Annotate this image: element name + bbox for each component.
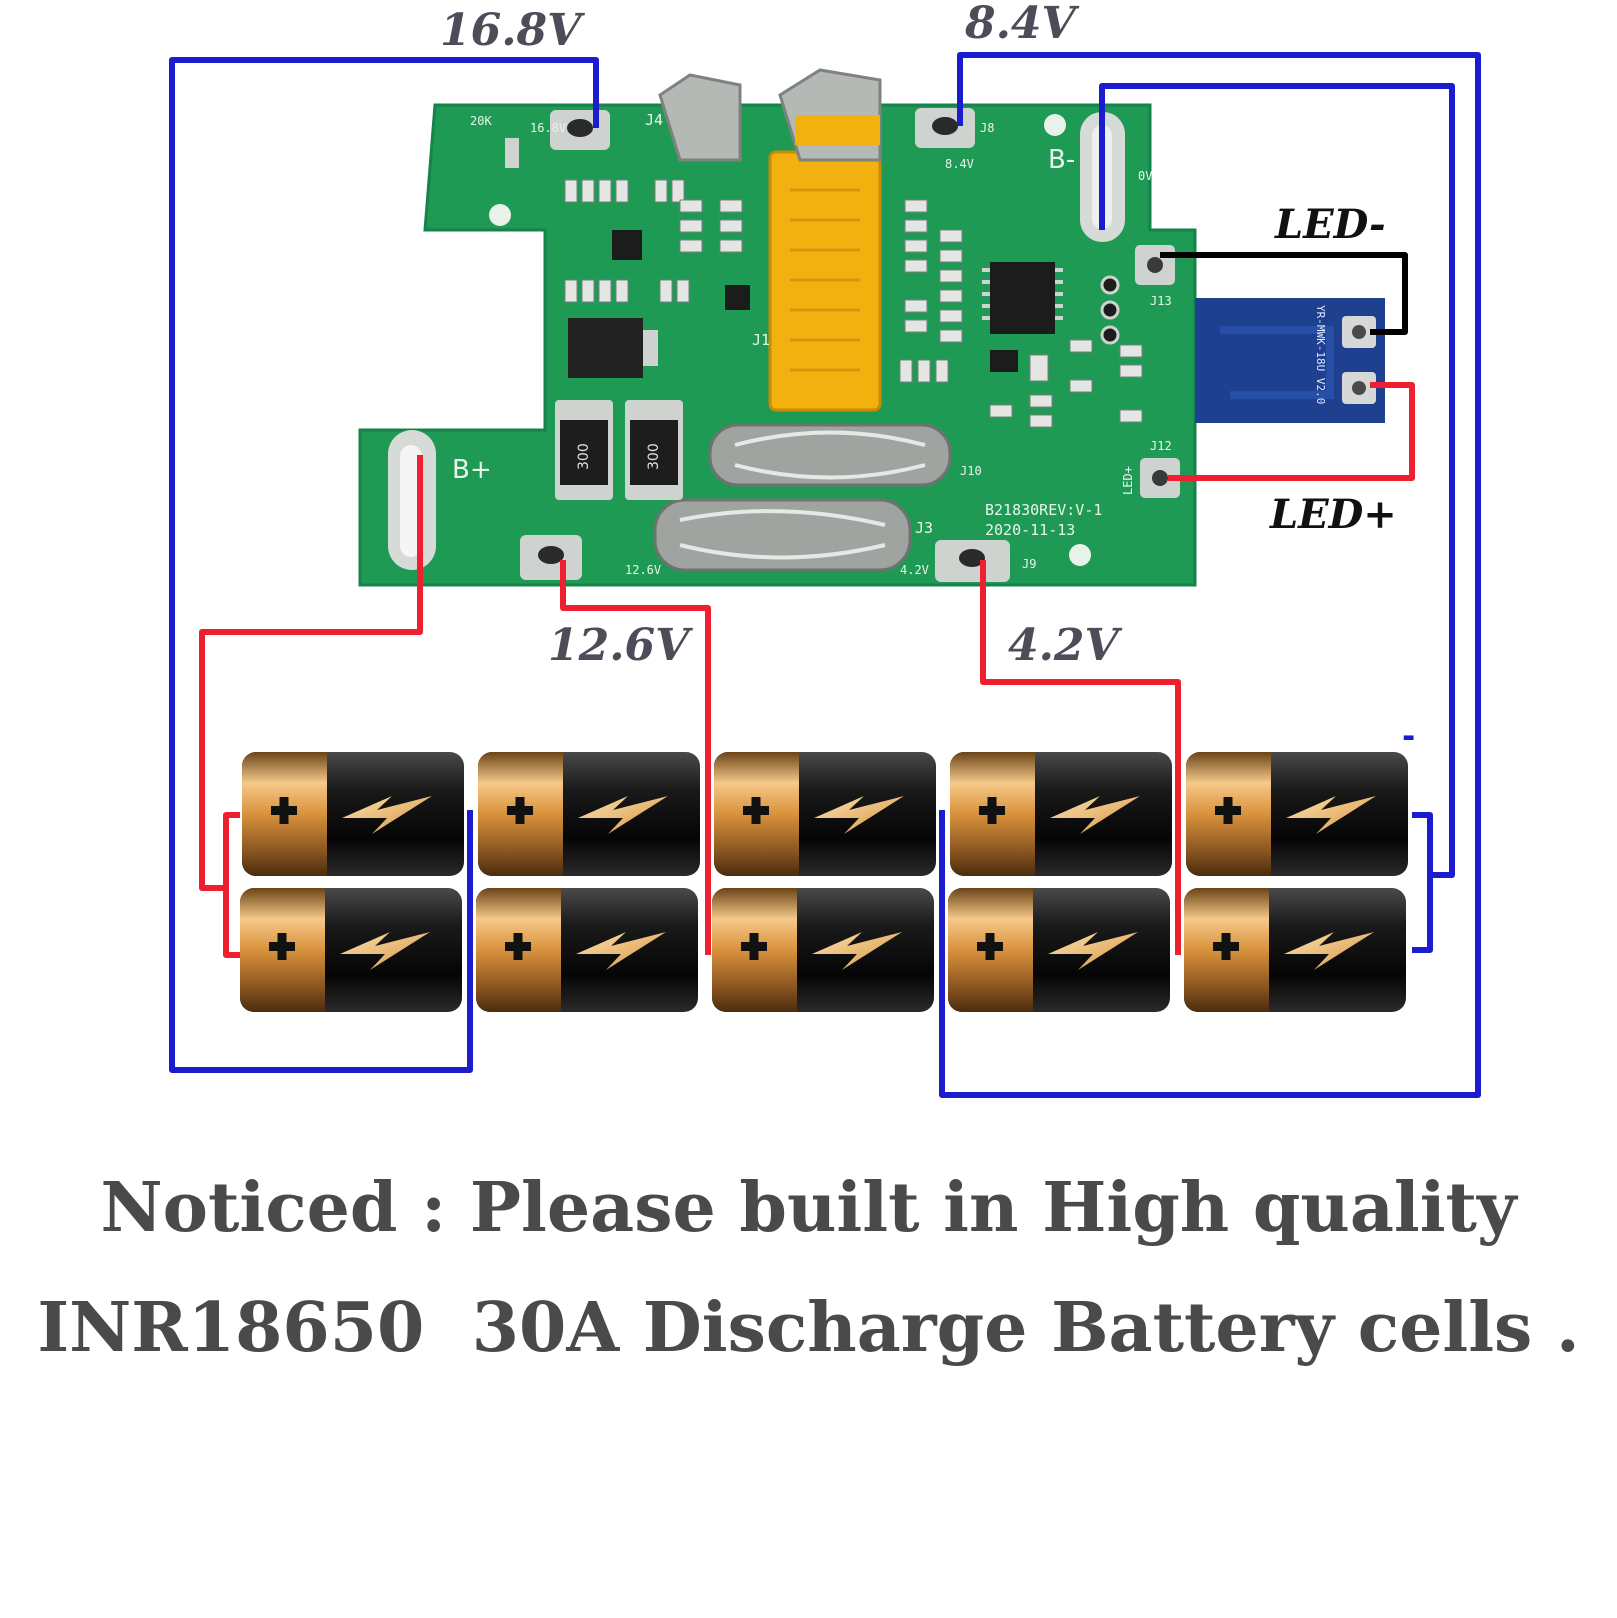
silk-bplus: B+ (452, 455, 492, 485)
silk-bminus: B- (1048, 145, 1075, 175)
silk-4v2: 4.2V (900, 563, 929, 577)
red-wire-ledplus (1168, 382, 1415, 481)
led-minus-wire (1160, 252, 1408, 335)
silk-j13: J13 (1150, 294, 1172, 308)
cell-1a (242, 752, 464, 876)
silk-j1: J1 (752, 331, 770, 349)
blue-wires (169, 52, 1481, 1098)
label-4v2: 4.2V (1008, 620, 1123, 671)
minus-mark: - (1402, 717, 1415, 755)
silk-8v4: 8.4V (945, 157, 974, 171)
red-wires (199, 382, 1415, 958)
blue-wire-84v (939, 52, 1481, 1098)
blue-wire-bminus (1099, 83, 1455, 878)
silk-date: 2020-11-13 (985, 521, 1075, 539)
label-led-minus: LED- (1274, 201, 1386, 248)
silk-16v8: 16.8V (530, 121, 566, 135)
label-12v6: 12.6V (548, 620, 693, 671)
silk-j8: J8 (980, 121, 994, 135)
cell-3b (712, 888, 934, 1012)
silk-rev: B21830REV:V-1 (985, 501, 1102, 519)
blue-wire-neg-bridge (1412, 812, 1433, 953)
label-8v4: 8.4V (964, 0, 1080, 49)
label-led-plus: LED+ (1269, 491, 1397, 538)
red-wire-42v (980, 560, 1181, 955)
mosfet-b-label: 300 (646, 443, 662, 470)
led-board-silk: YR-MWK-18U V2.0 (1314, 305, 1327, 404)
cell-2a (478, 752, 700, 876)
battery-cells (240, 752, 1408, 1012)
silk-j3: J3 (915, 519, 933, 537)
silk-j9: J9 (1022, 557, 1036, 571)
silk-ledplus: LED+ (1121, 466, 1135, 495)
notice-line-1: Noticed : Please built in High quality (100, 1168, 1517, 1248)
blue-wire-168v (169, 57, 599, 1073)
cell-4b (948, 888, 1170, 1012)
label-16v8: 16.8V (440, 5, 585, 56)
red-wire-126v (560, 560, 711, 955)
cell-5a (1186, 752, 1408, 876)
silk-j12: J12 (1150, 439, 1172, 453)
silk-20k: 20K (470, 114, 492, 128)
cell-4a (950, 752, 1172, 876)
cell-2b (476, 888, 698, 1012)
led-board: YR-MWK-18U V2.0 (1195, 298, 1385, 423)
silk-j10: J10 (960, 464, 982, 478)
cell-1b (240, 888, 462, 1012)
silk-0v: 0V (1138, 169, 1152, 183)
silk-12v6: 12.6V (625, 563, 661, 577)
cell-3a (714, 752, 936, 876)
cell-5b (1184, 888, 1406, 1012)
silk-j4: J4 (645, 111, 663, 129)
mosfet-a-label: 300 (576, 443, 592, 470)
red-wire-pos-bridge (223, 812, 240, 958)
bms-board: 300 300 (358, 68, 1197, 587)
notice-line-2: INR18650 30A Discharge Battery cells . (37, 1288, 1580, 1368)
red-wire-bplus (199, 455, 423, 891)
